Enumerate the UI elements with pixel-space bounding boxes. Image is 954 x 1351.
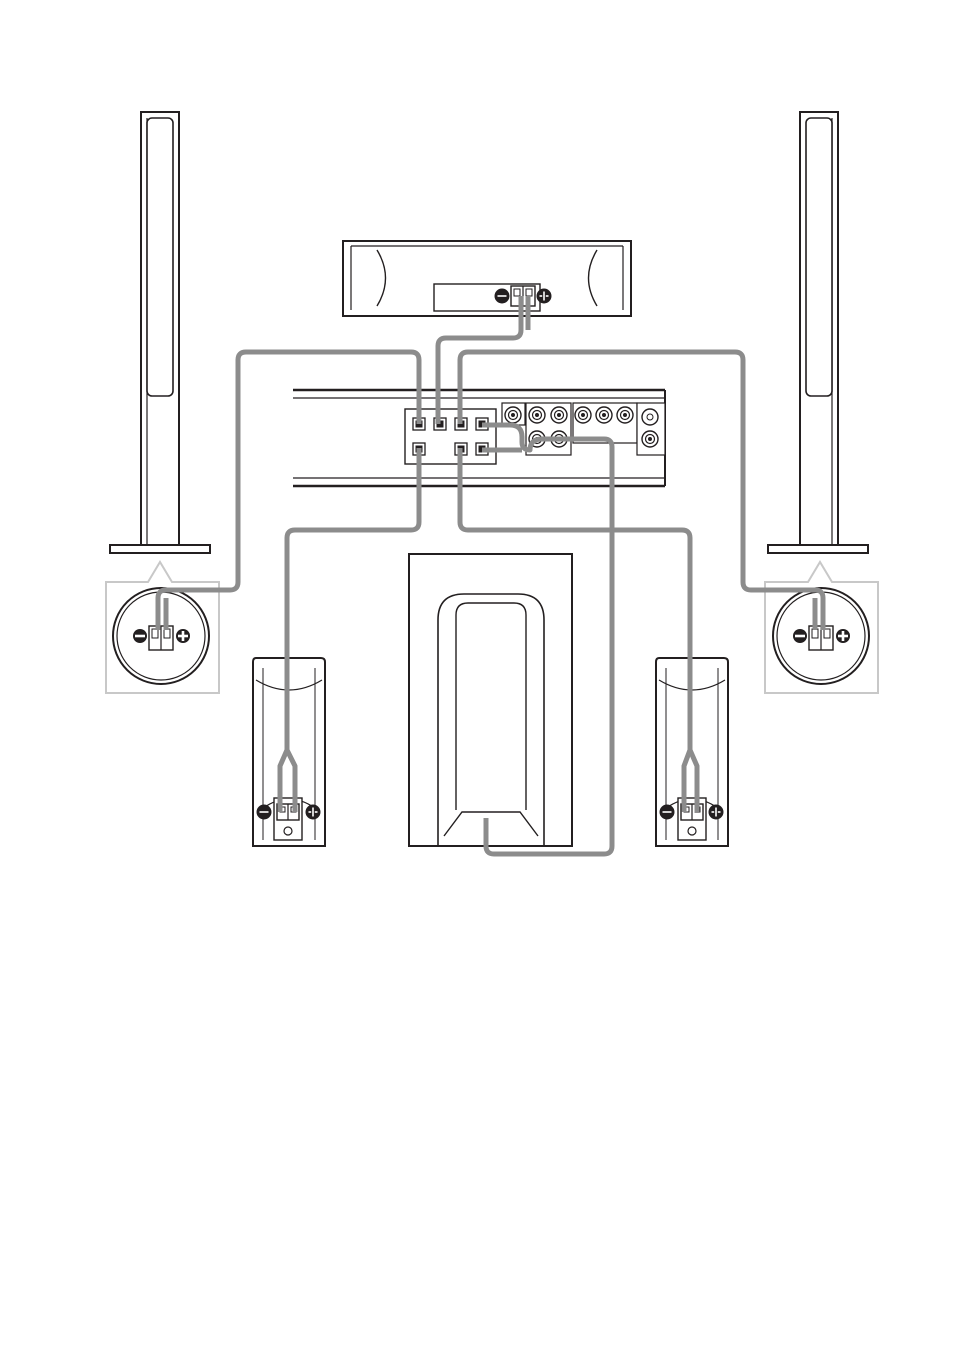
rca-jack xyxy=(551,407,567,423)
plus-terminal-icon xyxy=(537,289,551,303)
minus-terminal-icon xyxy=(495,289,509,303)
plus-terminal-icon xyxy=(709,805,723,819)
minus-terminal-icon xyxy=(257,805,271,819)
rca-jack xyxy=(529,407,545,423)
front-left-tall-speaker xyxy=(110,112,210,553)
rca-jack xyxy=(617,407,633,423)
minus-terminal-icon xyxy=(133,629,147,643)
rca-jack xyxy=(505,407,521,423)
plus-terminal-icon xyxy=(176,629,190,643)
front-right-tall-speaker xyxy=(768,112,868,553)
plus-terminal-icon xyxy=(836,629,850,643)
rca-jack xyxy=(642,431,658,447)
speaker-clip-terminal-icon xyxy=(149,626,173,650)
rca-jack xyxy=(575,407,591,423)
minus-terminal-icon xyxy=(793,629,807,643)
minus-terminal-icon xyxy=(660,805,674,819)
front-left-terminal-callout xyxy=(106,562,219,693)
subwoofer xyxy=(409,554,572,846)
center-speaker xyxy=(343,241,631,316)
rca-jack xyxy=(596,407,612,423)
plus-terminal-icon xyxy=(306,805,320,819)
